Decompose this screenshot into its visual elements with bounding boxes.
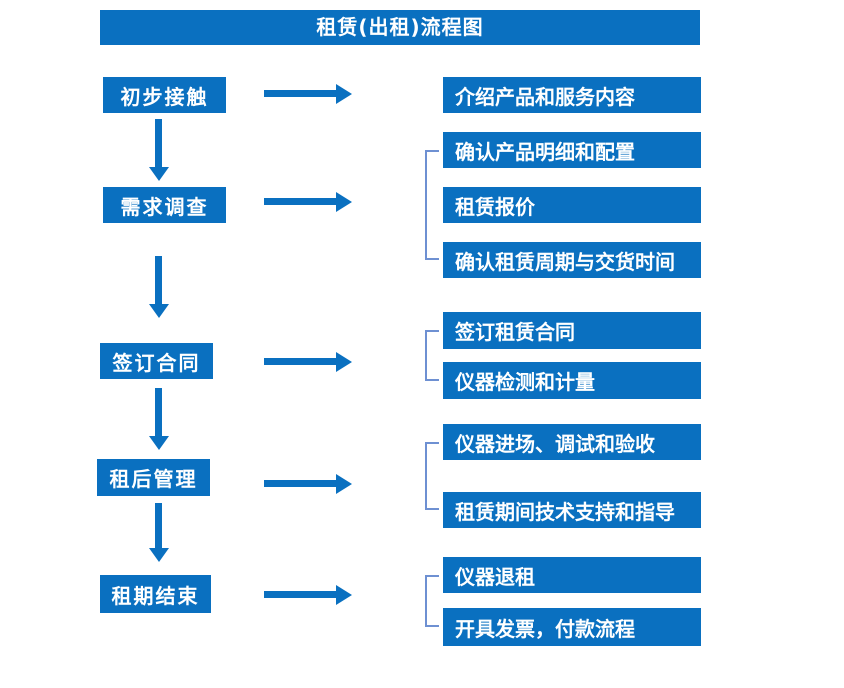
stage-box-demand-survey: 需求调查 — [103, 187, 226, 223]
output-box: 仪器检测和计量 — [443, 362, 701, 399]
down-arrow — [155, 119, 162, 167]
right-arrow — [264, 90, 336, 97]
right-arrow — [264, 198, 336, 205]
right-arrow — [264, 591, 336, 598]
down-arrow — [155, 388, 162, 436]
output-box: 租赁报价 — [443, 187, 701, 223]
output-box: 仪器进场、调试和验收 — [443, 424, 701, 460]
group-bracket — [425, 150, 439, 260]
output-box: 确认产品明细和配置 — [443, 132, 701, 168]
flowchart-title: 租赁(出租)流程图 — [100, 10, 700, 45]
down-arrow — [155, 256, 162, 304]
right-arrow — [264, 358, 336, 365]
group-bracket — [425, 442, 439, 510]
stage-box-initial-contact: 初步接触 — [103, 77, 226, 113]
output-box: 仪器退租 — [443, 557, 701, 593]
output-box: 介绍产品和服务内容 — [443, 77, 701, 113]
output-box: 租赁期间技术支持和指导 — [443, 492, 701, 528]
stage-box-sign-contract: 签订合同 — [100, 343, 213, 379]
output-box: 开具发票，付款流程 — [443, 608, 701, 646]
output-box: 确认租赁周期与交货时间 — [443, 242, 701, 278]
group-bracket — [425, 575, 439, 627]
output-box: 签订租赁合同 — [443, 312, 701, 349]
stage-box-rental-end: 租期结束 — [100, 575, 211, 613]
right-arrow — [264, 480, 336, 487]
group-bracket — [425, 330, 439, 381]
stage-box-post-rental-management: 租后管理 — [97, 459, 210, 496]
down-arrow — [155, 503, 162, 548]
